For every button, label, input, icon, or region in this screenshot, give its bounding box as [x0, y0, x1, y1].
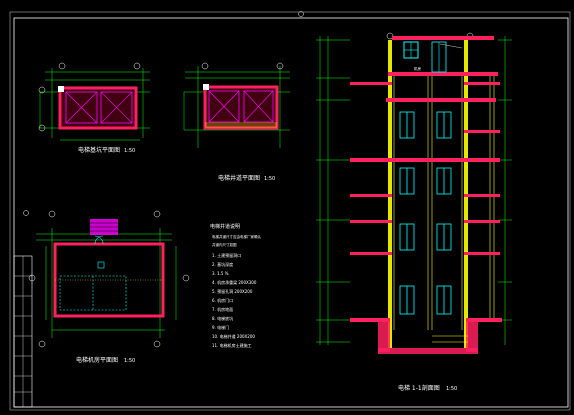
note-line: 2. 基坑深度 — [212, 261, 233, 267]
marker-top — [298, 11, 304, 17]
note-line: 6. 机房门口 — [212, 297, 233, 303]
machine-plan-title: 电梯机房平面图 — [76, 356, 118, 364]
title-block — [13, 255, 33, 408]
note-line: 3. 1.5 % — [212, 271, 229, 276]
note-line: 4. 机房承重梁 200X300 — [212, 279, 257, 285]
marker-left — [23, 210, 29, 216]
pit-plan[interactable]: 电梯基坑平面图 1:50 — [38, 62, 150, 154]
shaft-plan[interactable]: 电梯井道平面图 1:50 — [183, 62, 290, 182]
shaft-plan-title: 电梯井道平面图 — [218, 174, 260, 182]
note-line: 井道内尺寸如图 — [212, 242, 237, 247]
note-line: 7. 机房地面 — [212, 306, 233, 312]
machine-room-label: 机房 — [414, 66, 422, 71]
machine-plan-scale: 1:50 — [124, 358, 135, 364]
drawing-border — [13, 17, 569, 408]
section-title: 电梯 1-1剖面图 — [398, 384, 440, 392]
note-line: 电梯井道尺寸应由电梯厂家确认 — [212, 234, 261, 239]
note-line: 5. 预留孔洞 200X200 — [212, 288, 253, 294]
machine-room-plan[interactable]: 电梯机房平面图 1:50 — [28, 210, 190, 364]
note-line: 11. 电梯机房土建施工 — [212, 342, 252, 348]
elevator-section[interactable]: 机房 — [316, 32, 512, 392]
notes-block: 电梯井道说明 电梯井道尺寸应由电梯厂家确认 井道内尺寸如图 1. 土建预留洞口 … — [210, 223, 261, 348]
note-line: 1. 土建预留洞口 — [212, 252, 241, 258]
note-line: 8. 电梯底坑 — [212, 315, 233, 321]
shaft-plan-scale: 1:50 — [264, 176, 275, 182]
note-line: 9. 电梯门 — [212, 324, 229, 330]
section-scale: 1:50 — [446, 386, 457, 392]
pit-plan-scale: 1:50 — [124, 148, 135, 154]
pit-plan-title: 电梯基坑平面图 — [78, 146, 120, 154]
sheet-border — [9, 11, 571, 411]
note-line: 10. 电梯井道 200X200 — [212, 333, 255, 339]
notes-heading: 电梯井道说明 — [210, 223, 240, 230]
